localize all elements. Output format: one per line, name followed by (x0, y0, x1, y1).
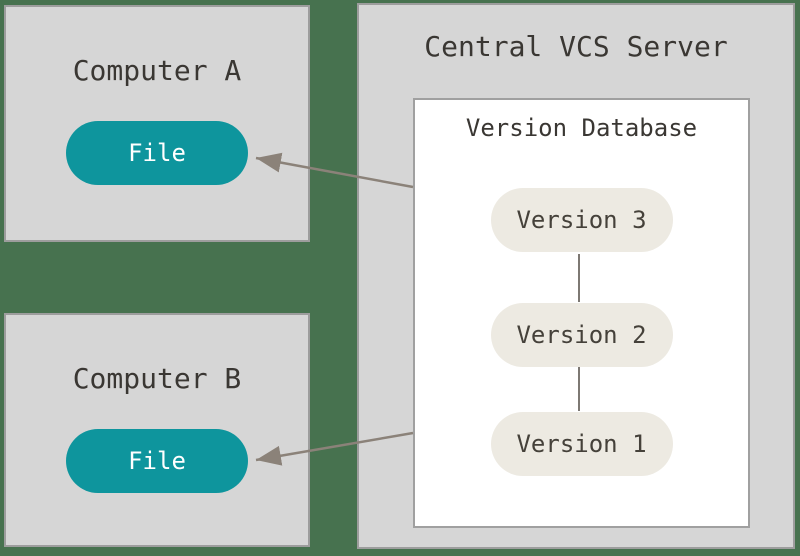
version-2-node: Version 2 (490, 303, 673, 367)
computer-b-box: Computer B File (4, 313, 310, 547)
computer-b-title: Computer B (72, 362, 242, 395)
computer-b-file-node: File (66, 429, 248, 493)
computer-a-box: Computer A File (4, 5, 310, 242)
version-3-node: Version 3 (490, 188, 673, 252)
version-database-box: Version Database Version 3 Version 2 Ver… (413, 98, 750, 528)
version-1-node: Version 1 (490, 412, 673, 476)
computer-a-title: Computer A (72, 54, 242, 87)
central-vcs-server-title: Central VCS Server (424, 30, 728, 63)
computer-a-file-node: File (66, 121, 248, 185)
central-vcs-server-box: Central VCS Server Version Database Vers… (357, 3, 795, 549)
version-database-title: Version Database (465, 114, 698, 142)
